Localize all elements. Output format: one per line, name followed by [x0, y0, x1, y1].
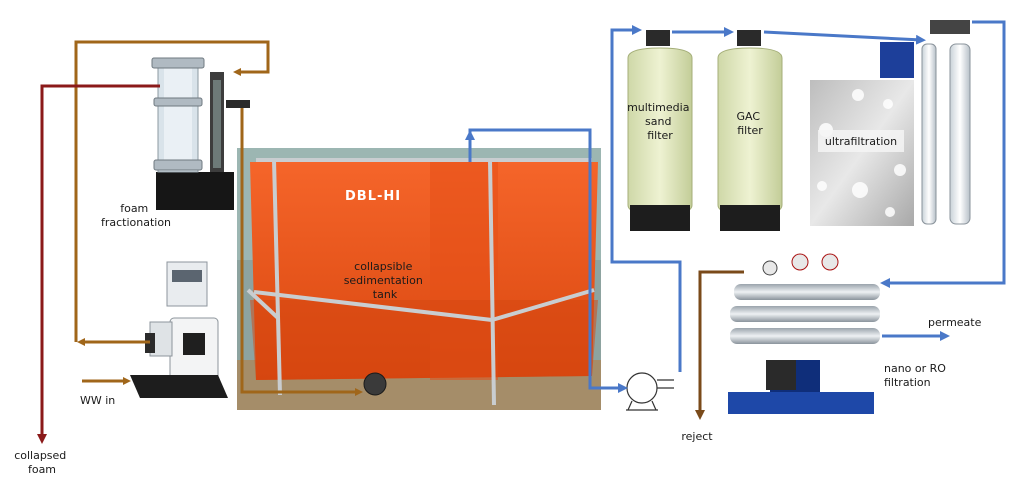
- sedimentation-tank: DBL-HI: [237, 148, 601, 410]
- foam-fractionator: [151, 57, 250, 210]
- label-foam-fractionation: foam fractionation: [101, 202, 171, 229]
- feed-pump: [130, 261, 228, 398]
- flow-brown-to-tank: [240, 108, 363, 396]
- label-permeate: permeate: [928, 316, 982, 329]
- label-reject: reject: [681, 430, 713, 443]
- label-ultrafiltration: ultrafiltration: [825, 135, 897, 148]
- gac-filter: [717, 30, 783, 231]
- label-nano-ro: nano or RO filtration: [884, 362, 949, 389]
- ultrafiltration-unit: [810, 20, 971, 226]
- label-sedimentation-tank: collapsible sedimentation tank: [344, 260, 427, 301]
- flow-blue-gac-to-uf: [763, 30, 926, 45]
- label-multimedia-sand-filter: multimedia sand filter: [627, 101, 693, 142]
- label-collapsed-foam: collapsed foam: [14, 449, 70, 476]
- flow-collapsed-foam: [37, 84, 160, 444]
- flow-brown-loop: [74, 40, 270, 342]
- ultrafiltration-label-box: ultrafiltration: [818, 130, 904, 152]
- flow-reject: [695, 270, 744, 420]
- nano-ro-unit: [728, 253, 880, 414]
- flow-blue-uf-to-ro: [880, 20, 1006, 288]
- tank-brand-label: DBL-HI: [345, 189, 401, 204]
- multimedia-sand-filter: [627, 30, 693, 231]
- transfer-pump-icon: [626, 372, 674, 411]
- label-ww-in: WW in: [80, 394, 115, 407]
- flow-blue-pump-to-filters: [610, 25, 682, 372]
- label-gac-filter: GAC filter: [736, 110, 763, 137]
